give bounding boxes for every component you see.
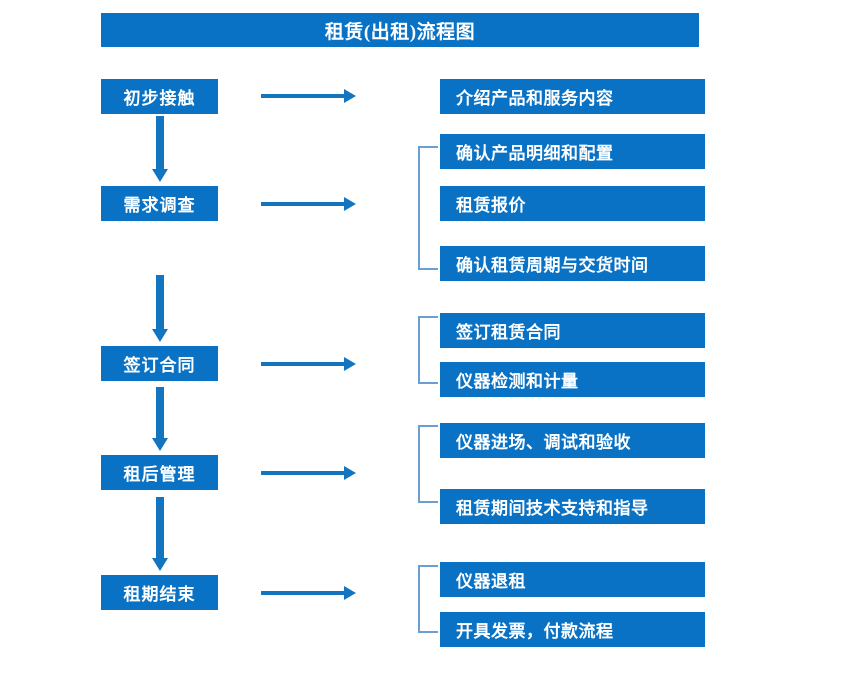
right-arrow-icon-3 xyxy=(261,357,356,371)
down-arrow-icon-1 xyxy=(152,116,168,182)
stage-box-4[interactable]: 租后管理 xyxy=(101,455,218,490)
group-bracket-5 xyxy=(418,565,438,633)
detail-box-2-2[interactable]: 租赁报价 xyxy=(440,186,705,221)
group-bracket-4 xyxy=(418,425,438,503)
detail-box-3-2[interactable]: 仪器检测和计量 xyxy=(440,362,705,397)
detail-box-4-1[interactable]: 仪器进场、调试和验收 xyxy=(440,423,705,458)
stage-box-2[interactable]: 需求调查 xyxy=(101,186,218,221)
detail-box-1-1[interactable]: 介绍产品和服务内容 xyxy=(440,79,705,114)
group-bracket-2 xyxy=(418,146,438,270)
right-arrow-icon-5 xyxy=(261,586,356,600)
detail-box-3-1[interactable]: 签订租赁合同 xyxy=(440,313,705,348)
stage-box-3[interactable]: 签订合同 xyxy=(101,346,218,381)
detail-box-5-2[interactable]: 开具发票，付款流程 xyxy=(440,612,705,647)
down-arrow-icon-3 xyxy=(152,387,168,451)
stage-box-5[interactable]: 租期结束 xyxy=(101,575,218,610)
detail-box-2-3[interactable]: 确认租赁周期与交货时间 xyxy=(440,246,705,281)
detail-box-2-1[interactable]: 确认产品明细和配置 xyxy=(440,134,705,169)
stage-box-1[interactable]: 初步接触 xyxy=(101,79,218,114)
right-arrow-icon-1 xyxy=(261,89,356,103)
detail-box-5-1[interactable]: 仪器退租 xyxy=(440,562,705,597)
right-arrow-icon-2 xyxy=(261,197,356,211)
down-arrow-icon-2 xyxy=(152,275,168,342)
page-title: 租赁(出租)流程图 xyxy=(101,13,699,47)
group-bracket-3 xyxy=(418,316,438,384)
detail-box-4-2[interactable]: 租赁期间技术支持和指导 xyxy=(440,489,705,524)
right-arrow-icon-4 xyxy=(261,466,356,480)
down-arrow-icon-4 xyxy=(152,497,168,571)
